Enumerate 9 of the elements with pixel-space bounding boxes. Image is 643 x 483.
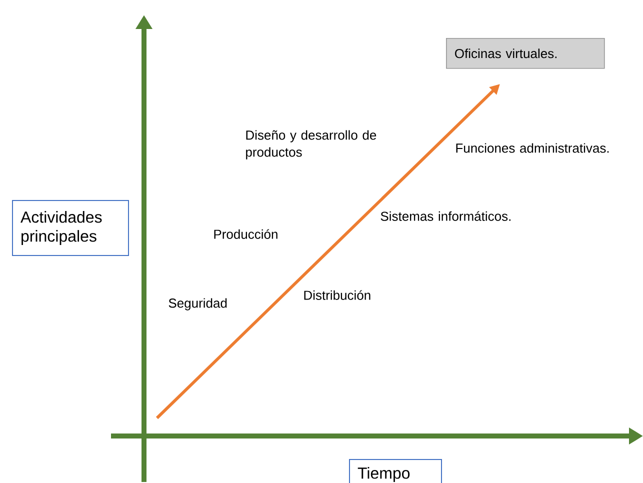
activity-label: Producción bbox=[214, 229, 278, 239]
activity-label: Sistemas informáticos. bbox=[380, 211, 510, 221]
text-box: Tiempo bbox=[349, 459, 442, 483]
activity-label: Seguridad bbox=[168, 298, 227, 310]
activity-label: Distribución bbox=[304, 290, 370, 300]
text-box: Actividades principales bbox=[12, 200, 129, 256]
activity-label: Funciones administrativas. bbox=[456, 143, 609, 153]
activity-label: Diseño y desarrollo de productos bbox=[246, 130, 376, 160]
text-box: Oficinas virtuales. bbox=[446, 38, 605, 69]
